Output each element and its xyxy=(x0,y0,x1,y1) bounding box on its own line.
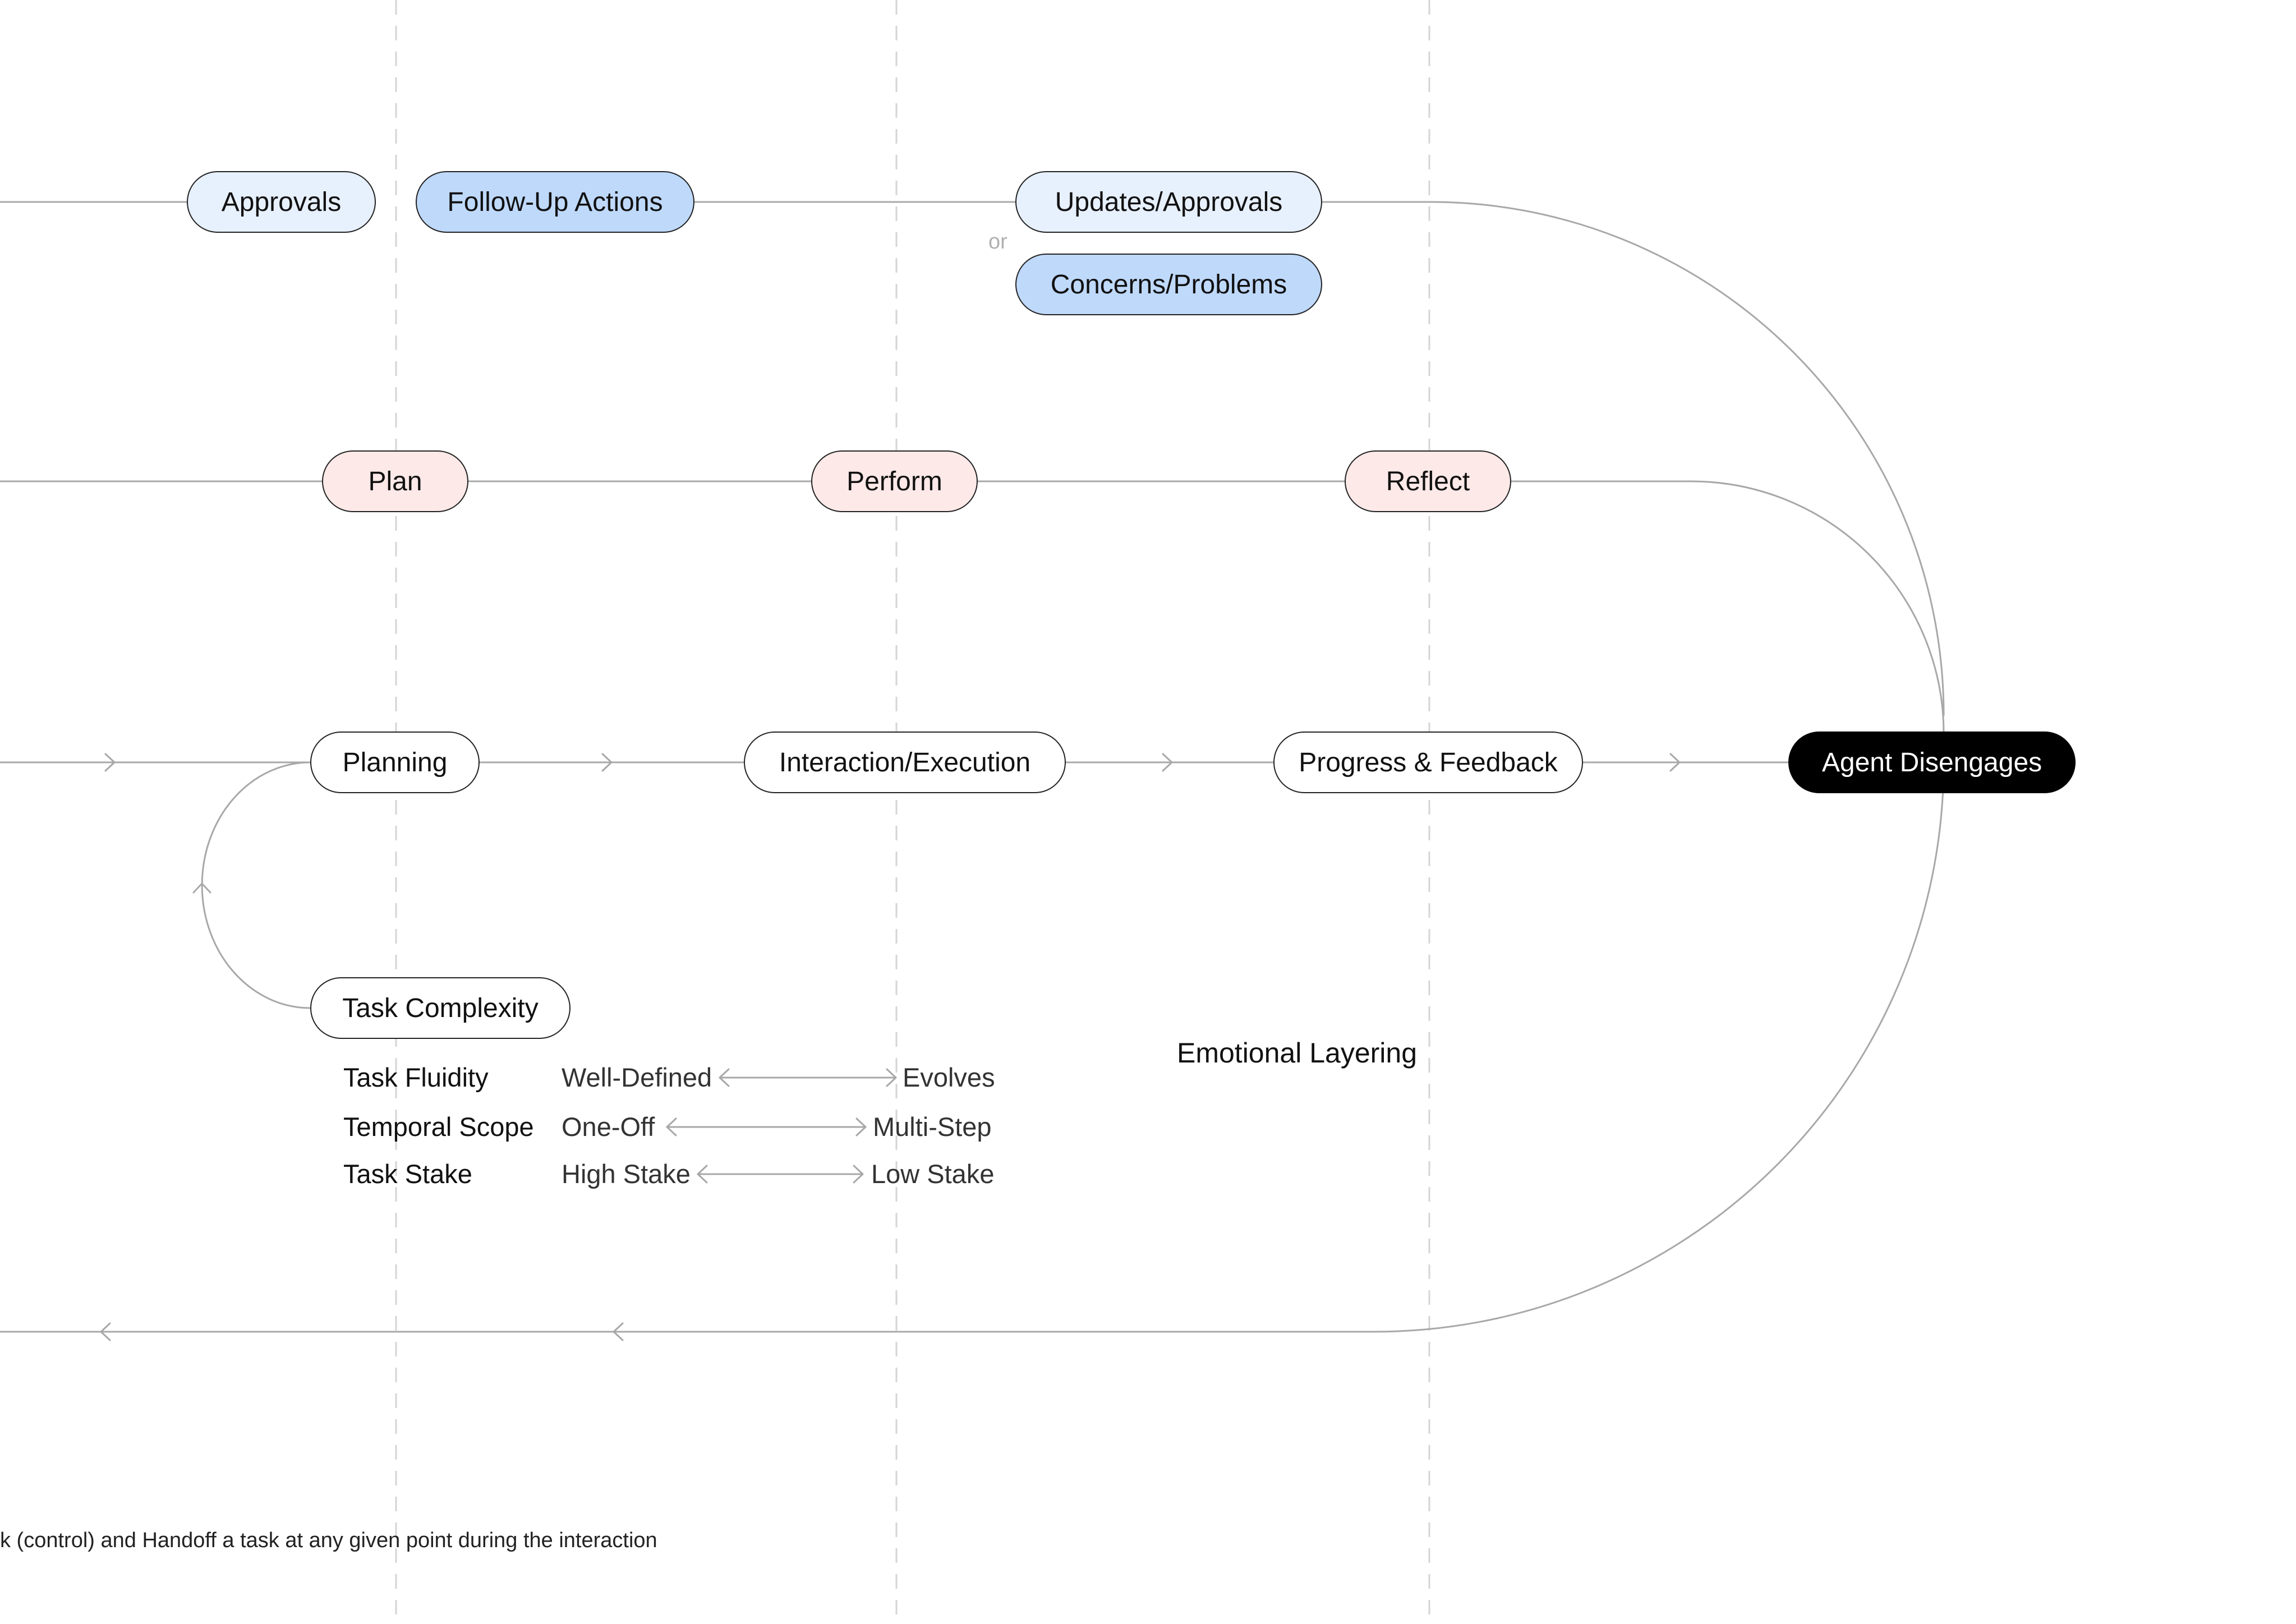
task-complexity-node[interactable]: Task Complexity xyxy=(310,977,570,1039)
planning-node[interactable]: Planning xyxy=(310,732,480,793)
progress-feedback-node[interactable]: Progress & Feedback xyxy=(1273,732,1583,793)
task-fluidity-label: Task Fluidity xyxy=(343,1062,489,1092)
reflect-node[interactable]: Reflect xyxy=(1345,450,1511,512)
updates-approvals-node[interactable]: Updates/Approvals xyxy=(1015,171,1322,233)
task-fluidity-from: Well-Defined xyxy=(562,1062,712,1092)
interaction-execution-node[interactable]: Interaction/Execution xyxy=(744,732,1066,793)
arrow-right-icon xyxy=(1162,753,1173,772)
temporal-scope-from: One-Off xyxy=(562,1112,655,1142)
task-stake-to: Low Stake xyxy=(871,1159,995,1189)
arrow-left-icon xyxy=(613,1322,624,1341)
arrow-right-icon xyxy=(104,753,116,772)
approvals-node[interactable]: Approvals xyxy=(187,171,376,233)
plan-node[interactable]: Plan xyxy=(322,450,468,512)
arrow-right-icon xyxy=(1669,753,1681,772)
connector xyxy=(201,761,311,1009)
connector xyxy=(1321,201,1945,716)
temporal-scope-to: Multi-Step xyxy=(873,1112,992,1142)
task-stake-label: Task Stake xyxy=(343,1159,472,1189)
follow-up-actions-node[interactable]: Follow-Up Actions xyxy=(416,171,694,233)
task-stake-from: High Stake xyxy=(562,1159,691,1189)
connector xyxy=(0,761,1945,1333)
arrow-left-icon xyxy=(100,1322,111,1341)
perform-node[interactable]: Perform xyxy=(811,450,978,512)
task-fluidity-to: Evolves xyxy=(903,1062,995,1092)
arrow-right-icon xyxy=(601,753,613,772)
concerns-problems-node[interactable]: Concerns/Problems xyxy=(1015,254,1322,315)
arrow-up-icon xyxy=(192,882,211,894)
footnote-text: k (control) and Handoff a task at any gi… xyxy=(0,1529,657,1552)
connector xyxy=(1510,480,1945,735)
temporal-scope-label: Temporal Scope xyxy=(343,1112,534,1142)
agent-disengages-node[interactable]: Agent Disengages xyxy=(1788,732,2076,793)
or-label: or xyxy=(988,230,1007,254)
emotional-layering-label: Emotional Layering xyxy=(1177,1037,1418,1069)
